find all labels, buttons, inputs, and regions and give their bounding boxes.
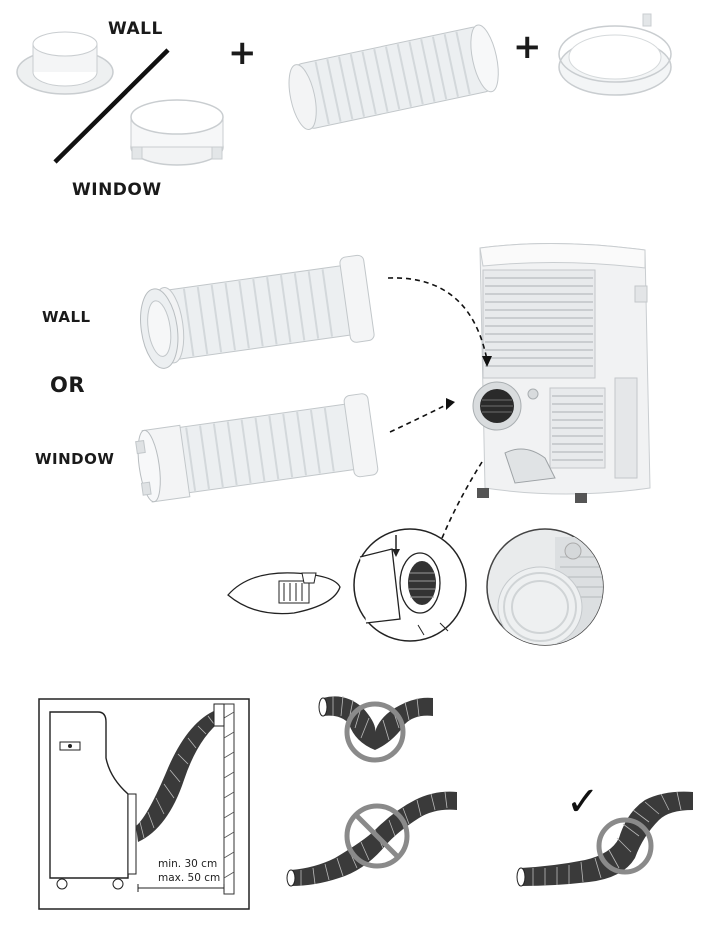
wall-adapter-ring — [16, 31, 114, 95]
installation-schematic — [38, 698, 250, 910]
hose-gentle-curve-correct — [516, 791, 693, 887]
max-distance-label: max. 50 cm — [158, 872, 221, 884]
hose-twisted-wrong — [286, 791, 457, 887]
hose-sharp-bend-wrong — [318, 695, 433, 763]
connector-detail-drawing — [353, 528, 467, 642]
min-distance-label: min. 30 cm — [158, 858, 218, 870]
guide-arrows — [387, 277, 492, 549]
window-hose-assembly — [135, 393, 379, 503]
top-window-label: WINDOW — [72, 180, 162, 200]
compressed-hose — [288, 24, 499, 130]
middle-window-label: WINDOW — [35, 450, 115, 468]
window-adapter-ring — [130, 99, 224, 166]
air-conditioner-unit — [472, 242, 651, 503]
divider-line — [53, 48, 170, 164]
middle-or-label: OR — [50, 373, 86, 397]
middle-wall-label: WALL — [42, 308, 91, 326]
prohibited-circle-1 — [344, 701, 406, 763]
ok-circle — [596, 817, 654, 875]
plus-sign-1: + — [228, 33, 257, 73]
wall-hose-assembly — [140, 254, 375, 369]
prohibited-circle-2 — [344, 803, 410, 869]
checkmark-icon: ✓ — [566, 779, 600, 825]
plus-sign-2: + — [513, 27, 542, 67]
latch-detail-drawing — [227, 572, 341, 615]
hose-end-ring — [558, 13, 672, 96]
top-wall-label: WALL — [108, 19, 163, 39]
connector-photo-detail — [486, 528, 604, 646]
